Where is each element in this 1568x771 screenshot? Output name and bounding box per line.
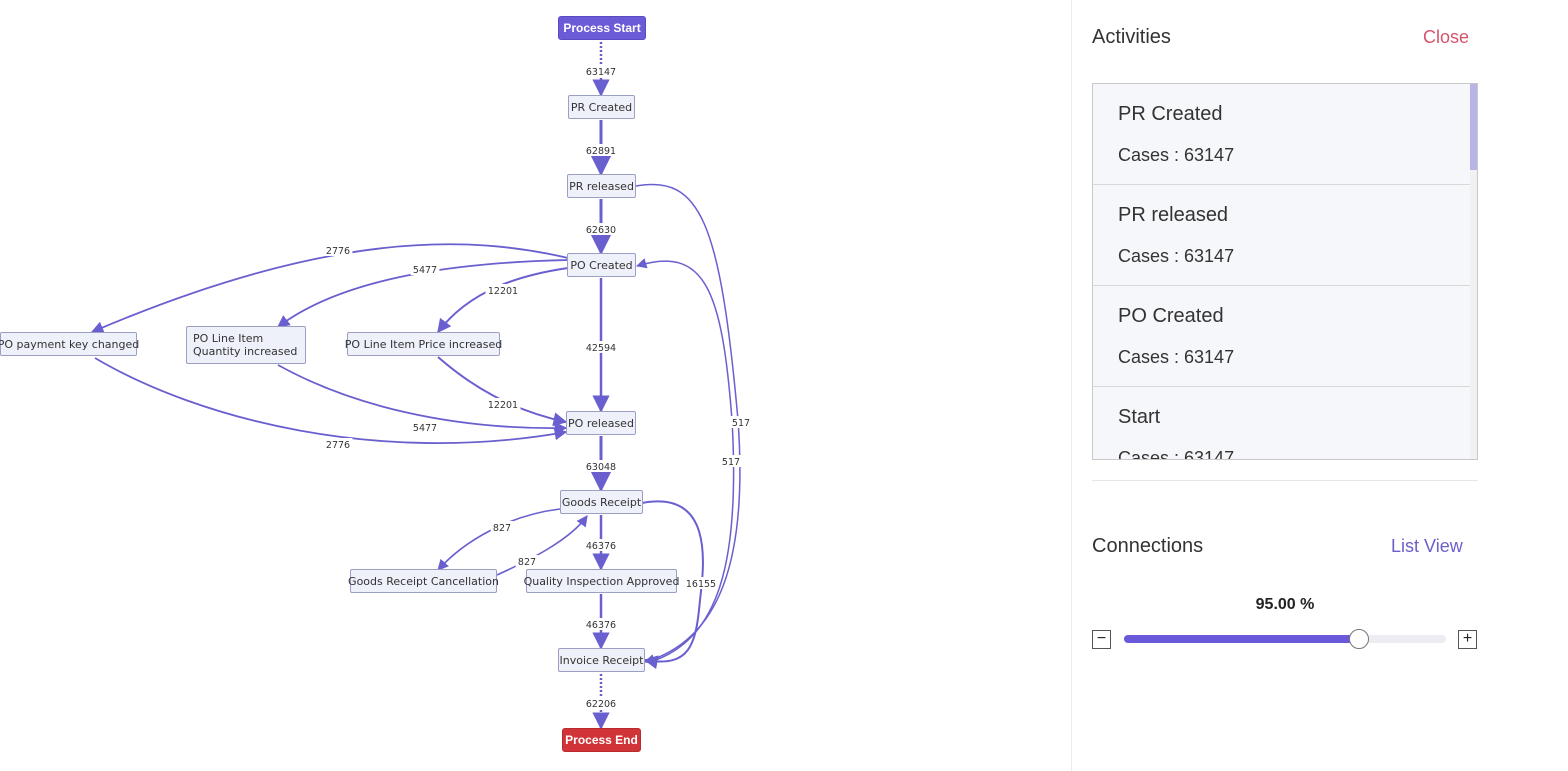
activities-title: Activities xyxy=(1092,26,1171,48)
activity-list-scroll-thumb[interactable] xyxy=(1470,84,1477,170)
edge-count-label-bg xyxy=(485,284,521,296)
edge-count-label-bg xyxy=(583,341,619,353)
edge-count-label-bg xyxy=(485,398,521,410)
connections-slider-thumb[interactable] xyxy=(1349,629,1370,649)
edge-count-label-bg xyxy=(583,223,619,235)
edge-count-label-bg xyxy=(323,244,353,256)
edge-count-label: 16155 xyxy=(686,579,716,590)
activity-cases: Cases : 63147 xyxy=(1118,145,1235,165)
activity-list-scrollbar[interactable] xyxy=(1470,84,1477,459)
node-invoice-receipt[interactable]: Invoice Receipt xyxy=(558,648,645,672)
edge-count-label: 827 xyxy=(518,557,536,568)
close-button[interactable]: Close xyxy=(1423,27,1470,47)
node-pr-created[interactable]: PR Created xyxy=(568,95,635,119)
edge-po-created-payment-key xyxy=(90,243,569,334)
edge-goods-receipt-invoice xyxy=(641,500,704,670)
activity-name: Start xyxy=(1118,406,1161,428)
increase-button[interactable]: + xyxy=(1458,630,1477,649)
node-po-released[interactable]: PO released xyxy=(566,411,636,435)
activity-cases: Cases : 63147 xyxy=(1118,448,1235,460)
node-po-created[interactable]: PO Created xyxy=(567,253,636,277)
node-process-start[interactable]: Process Start xyxy=(558,16,646,40)
decrease-button[interactable]: − xyxy=(1092,630,1111,649)
list-item[interactable]: PO Created Cases : 63147 xyxy=(1093,286,1471,387)
edge-po-created-price xyxy=(437,267,569,334)
edge-price-po-released xyxy=(437,356,568,427)
connections-slider-fill xyxy=(1124,635,1360,643)
edge-count-label: 62891 xyxy=(586,146,616,157)
edge-qty-po-released xyxy=(277,364,568,435)
edge-count-label-bg xyxy=(583,697,619,709)
edge-invoice-po-created xyxy=(635,258,735,663)
edge-count-label: 517 xyxy=(722,457,740,468)
list-item[interactable]: PR released Cases : 63147 xyxy=(1093,185,1471,286)
edge-count-label-bg xyxy=(583,144,619,156)
edge-goods-receipt-cancellation xyxy=(437,508,561,571)
activity-cases: Cases : 63147 xyxy=(1118,347,1235,367)
edge-count-label-bg xyxy=(490,521,514,533)
edge-count-label-bg xyxy=(410,263,440,275)
edge-count-label: 42594 xyxy=(586,343,616,354)
edge-count-label-bg xyxy=(323,438,353,450)
edge-count-label: 2776 xyxy=(326,440,350,451)
edge-count-label: 63048 xyxy=(586,462,616,473)
edge-count-label: 5477 xyxy=(413,265,437,276)
connections-percent: 95.00 % xyxy=(1255,596,1315,613)
process-map[interactable]: 63147 62891 62630 517 517 2776 5477 12201 42594 1… xyxy=(0,0,1070,771)
edge-count-label-bg xyxy=(583,65,619,77)
edge-count-label-bg xyxy=(719,455,743,467)
edge-count-label-bg xyxy=(583,460,619,472)
node-process-end[interactable]: Process End xyxy=(562,728,641,752)
panel-separator xyxy=(1092,480,1478,481)
list-item[interactable]: PR Created Cases : 63147 xyxy=(1093,84,1471,185)
edge-count-label: 2776 xyxy=(326,246,350,257)
connections-slider[interactable] xyxy=(1124,635,1446,643)
list-view-button[interactable]: List View xyxy=(1391,536,1463,556)
panel-divider xyxy=(1071,0,1072,771)
edge-count-label: 12201 xyxy=(488,286,518,297)
edge-count-label: 63147 xyxy=(586,67,616,78)
list-item[interactable]: Start Cases : 63147 xyxy=(1093,387,1471,460)
edge-count-label: 827 xyxy=(493,523,511,534)
activity-name: PR released xyxy=(1118,204,1229,226)
edge-count-label-bg xyxy=(729,416,753,428)
node-po-line-item-price-increased[interactable]: PO Line Item Price increased xyxy=(345,332,502,356)
edge-count-label-bg xyxy=(583,618,619,630)
edge-count-label: 517 xyxy=(732,418,750,429)
node-pr-released[interactable]: PR released xyxy=(567,174,636,198)
edge-count-label: 46376 xyxy=(586,541,616,552)
edge-payment-key-po-released xyxy=(94,357,568,444)
edge-count-label-bg xyxy=(683,577,719,589)
activity-name: PR Created xyxy=(1118,103,1223,125)
edge-count-label-bg xyxy=(583,539,619,551)
edge-count-label: 12201 xyxy=(488,400,518,411)
node-goods-receipt-cancellation[interactable]: Goods Receipt Cancellation xyxy=(348,569,499,593)
activity-list[interactable]: PR Created Cases : 63147 PR released Cas… xyxy=(1092,83,1478,460)
node-po-payment-key-changed[interactable]: PO payment key changed xyxy=(0,332,139,356)
edge-count-label: 5477 xyxy=(413,423,437,434)
edge-count-label-bg xyxy=(515,555,539,567)
activity-cases: Cases : 63147 xyxy=(1118,246,1235,266)
edge-count-label: 62630 xyxy=(586,225,616,236)
edge-count-label: 46376 xyxy=(586,620,616,631)
edge-count-label: 62206 xyxy=(586,699,616,710)
edge-count-label-bg xyxy=(410,421,440,433)
side-panel: Activities Close PR Created Cases : 6314… xyxy=(1072,0,1568,771)
edge-cancellation-goods-receipt xyxy=(496,515,588,576)
process-map-edges: 63147 62891 62630 517 517 2776 5477 12201 42594 1… xyxy=(90,42,753,730)
node-po-line-item-quantity-increased[interactable]: PO Line Item Quantity increased xyxy=(186,326,306,364)
connections-title: Connections xyxy=(1092,535,1204,557)
activity-name: PO Created xyxy=(1118,305,1224,327)
node-goods-receipt[interactable]: Goods Receipt xyxy=(560,490,643,514)
node-quality-inspection-approved[interactable]: Quality Inspection Approved xyxy=(524,569,679,593)
